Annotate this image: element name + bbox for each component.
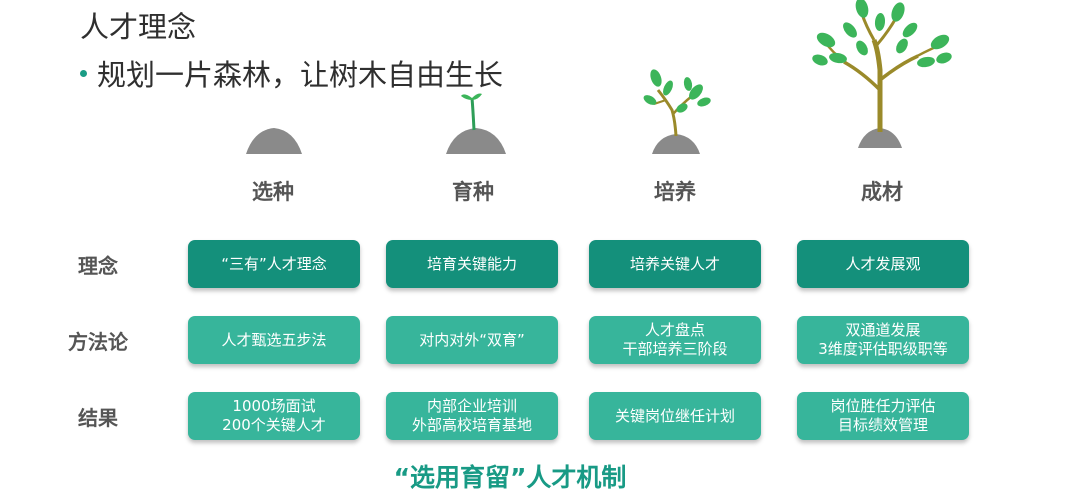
cell-methodology-select: 人才甄选五步法 [188,316,360,364]
cell-methodology-mature: 双通道发展 3维度评估职级职等 [797,316,969,364]
soil-mound-icon [246,128,302,154]
sapling-icon [643,69,711,154]
tree-icon [812,0,952,148]
cell-philosophy-select: “三有”人才理念 [188,240,360,288]
row-label-philosophy: 理念 [78,254,118,278]
page-subtitle: 规划一片森林，让树木自由生长 [80,52,503,94]
row-label-result: 结果 [78,406,118,430]
cell-philosophy-cultivate: 培养关键人才 [589,240,761,288]
page-title: 人才理念 [80,10,197,44]
cell-result-breed: 内部企业培训 外部高校培育基地 [386,392,558,440]
stage-label-breed: 育种 [452,180,494,204]
cell-result-mature: 岗位胜任力评估 目标绩效管理 [797,392,969,440]
sprout-icon [446,93,506,154]
subtitle-text: 规划一片森林，让树木自由生长 [97,58,504,92]
cell-philosophy-breed: 培育关键能力 [386,240,558,288]
footer-caption: “选用育留”人才机制 [393,463,627,492]
cell-methodology-cultivate: 人才盘点 干部培养三阶段 [589,316,761,364]
cell-methodology-breed: 对内对外“双育” [386,316,558,364]
cell-result-select: 1000场面试 200个关键人才 [188,392,360,440]
bullet-dot [80,69,87,77]
cell-philosophy-mature: 人才发展观 [797,240,969,288]
row-label-methodology: 方法论 [68,330,128,354]
stage-label-mature: 成材 [861,180,903,204]
stage-label-cultivate: 培养 [654,180,696,204]
stage-label-select: 选种 [252,180,294,204]
cell-result-cultivate: 关键岗位继任计划 [589,392,761,440]
